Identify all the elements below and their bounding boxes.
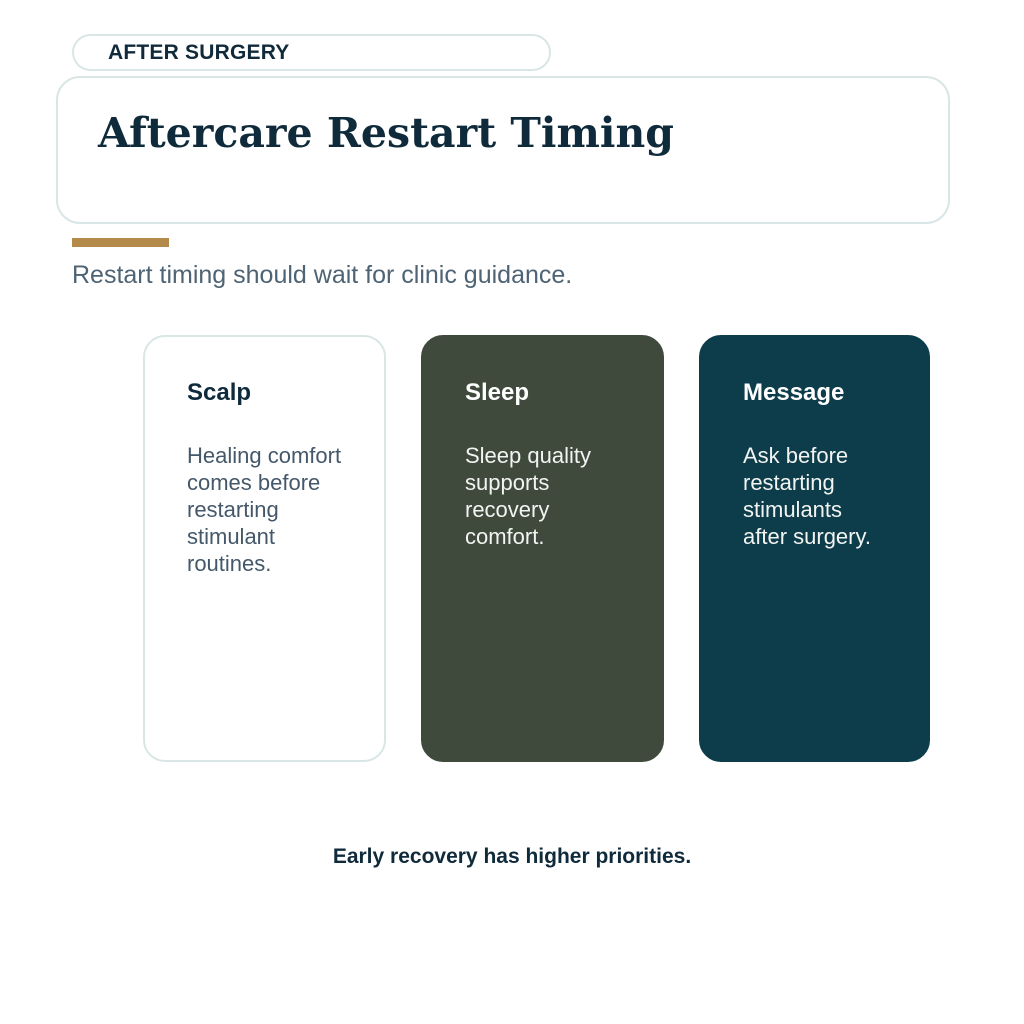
card-title: Sleep: [465, 379, 530, 406]
accent-bar: [72, 238, 169, 247]
card-body: Healing comfort comes before restarting …: [187, 443, 342, 576]
card-message: Message Ask before restarting stimulants…: [699, 335, 930, 762]
page-title: Aftercare Restart Timing: [98, 109, 674, 157]
footer-note: Early recovery has higher priorities.: [332, 845, 692, 868]
section-eyebrow: AFTER SURGERY: [72, 34, 551, 71]
card-title: Scalp: [187, 379, 252, 406]
card-sleep: Sleep Sleep quality supports recovery co…: [421, 335, 664, 762]
title-card: Aftercare Restart Timing: [56, 76, 950, 224]
card-scalp: Scalp Healing comfort comes before resta…: [143, 335, 386, 762]
card-body: Ask before restarting stimulants after s…: [743, 443, 871, 549]
card-body: Sleep quality supports recovery comfort.: [465, 443, 591, 549]
page-subtitle: Restart timing should wait for clinic gu…: [72, 261, 573, 289]
card-title: Message: [743, 379, 845, 406]
